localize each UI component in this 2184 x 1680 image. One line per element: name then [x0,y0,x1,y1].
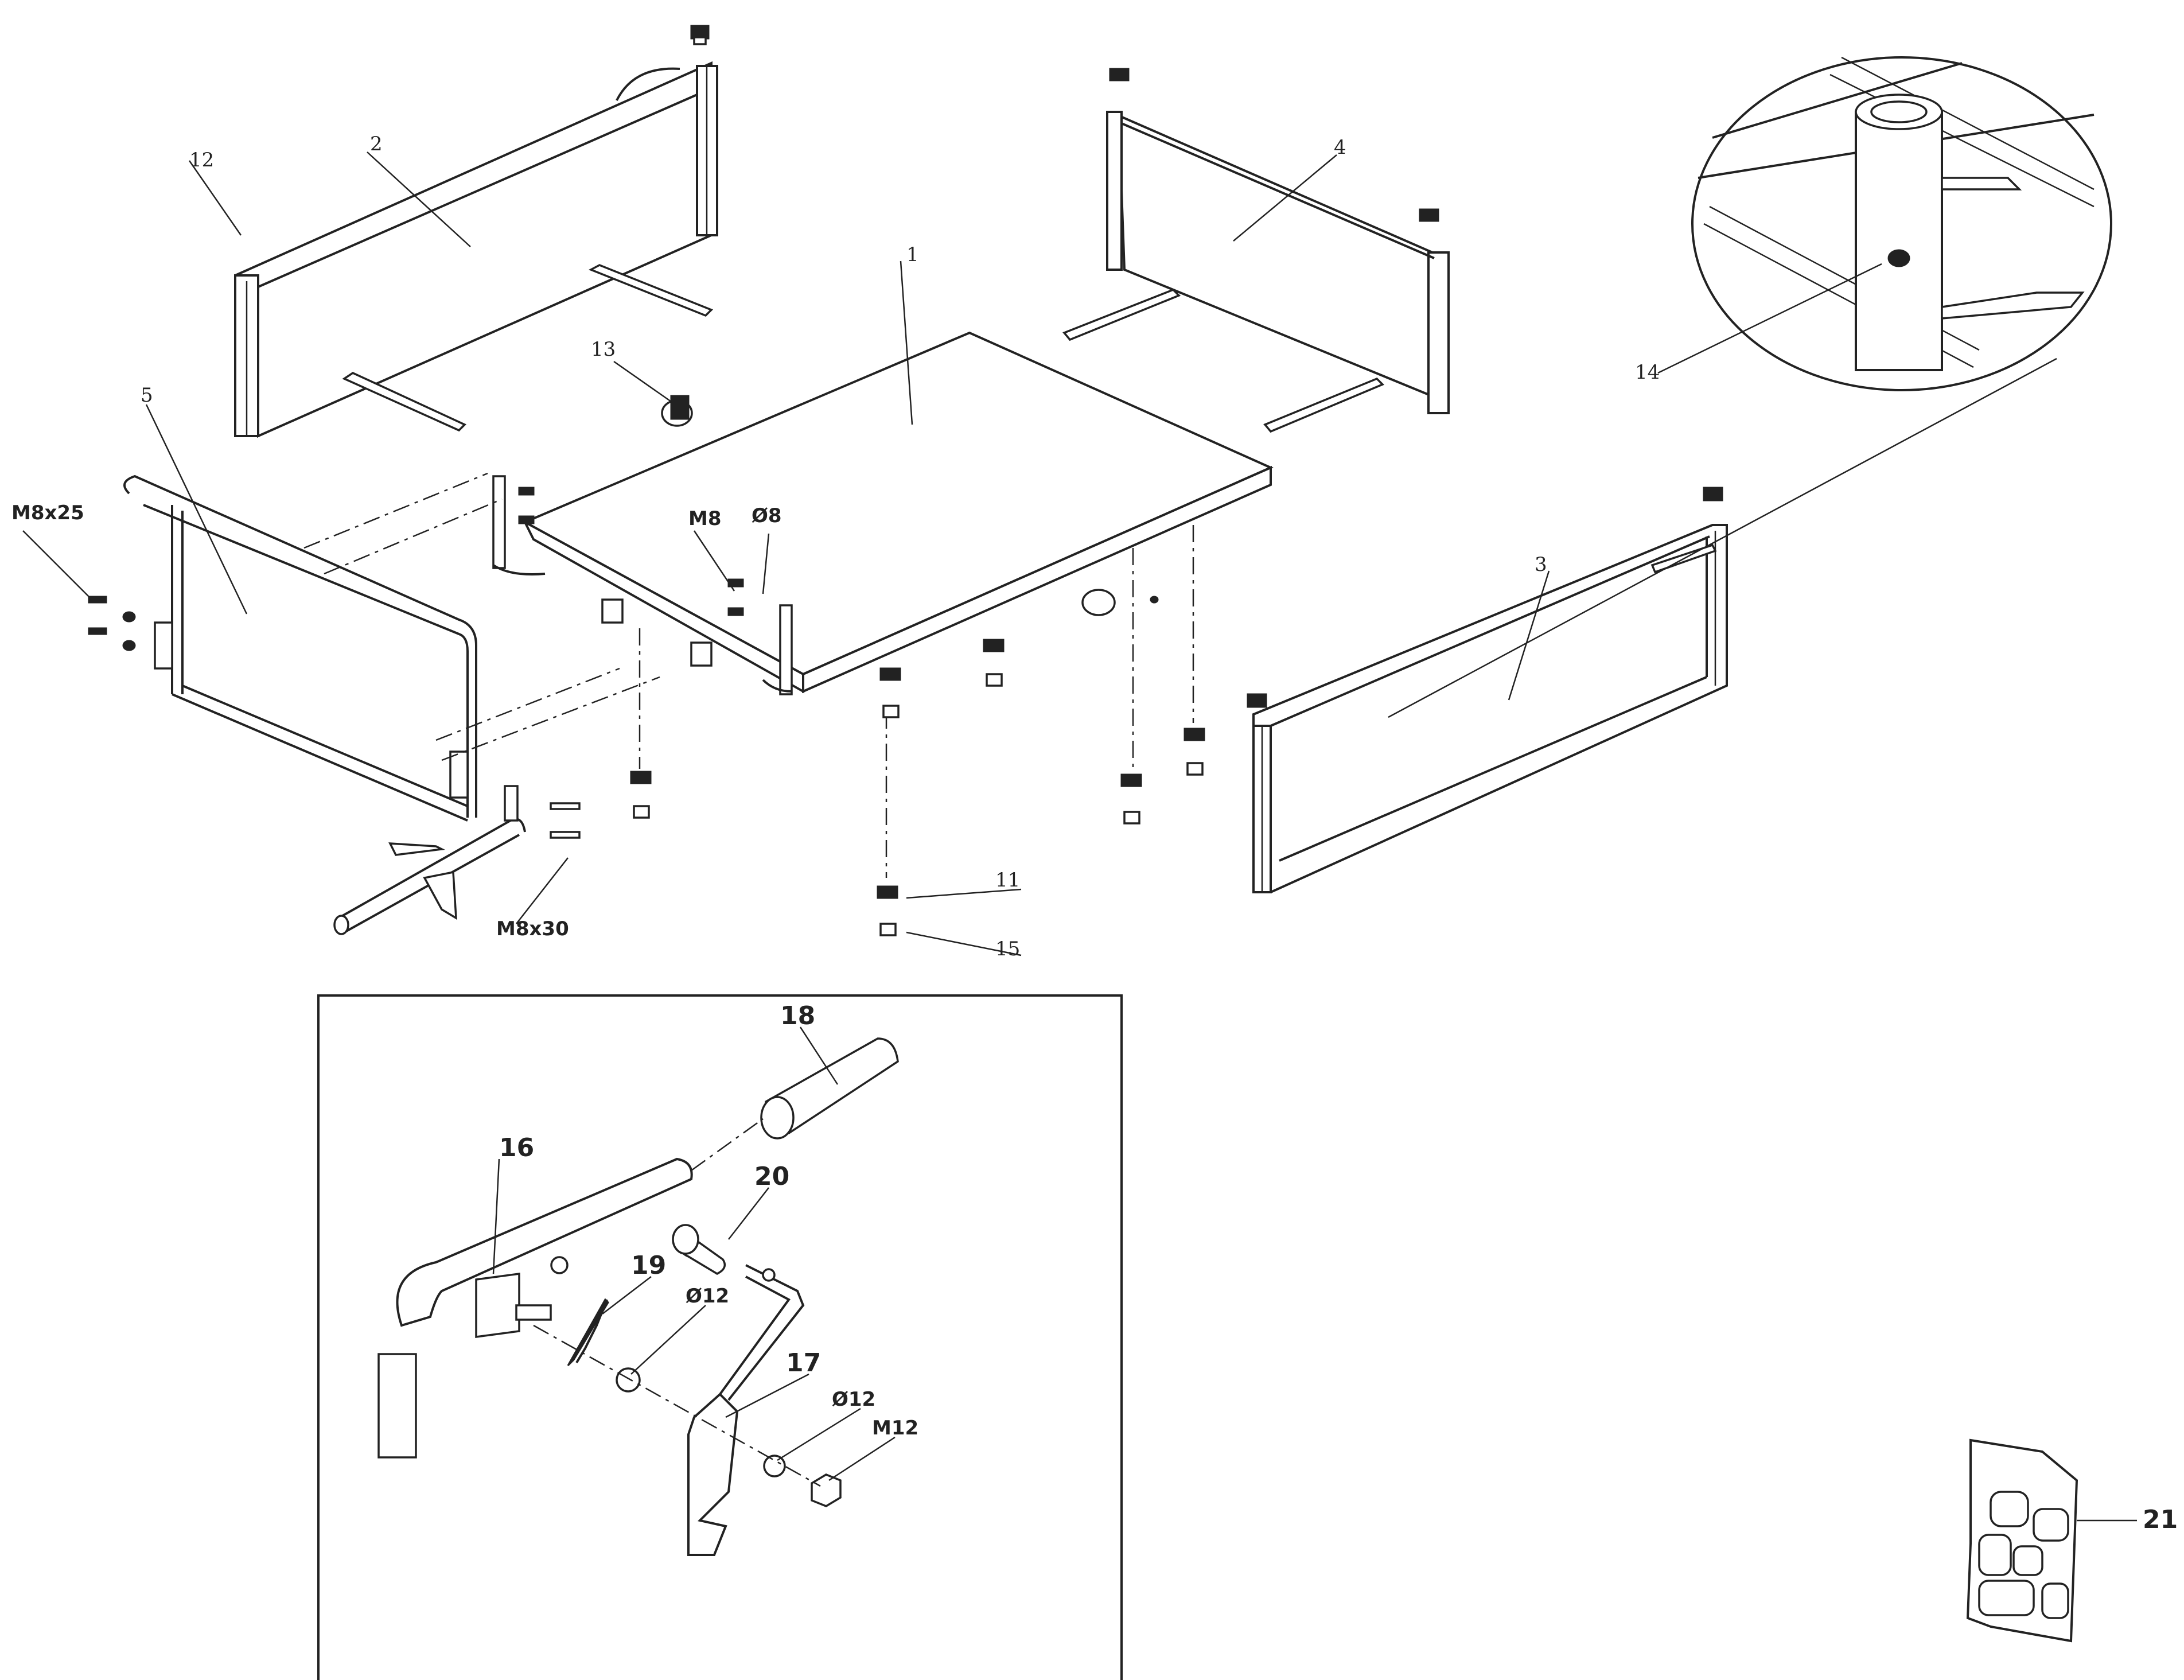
panel-2 [234,25,718,438]
base-1 [492,331,1274,695]
label-d8: Ø8 [752,504,782,527]
leader-lines [22,151,1882,956]
label-17: 17 [786,1348,821,1378]
label-2: 2 [370,133,383,155]
alignment-lines [303,472,1194,878]
label-1: 1 [906,243,919,266]
label-3: 3 [1535,553,1547,576]
handle-assembly-small [333,785,526,935]
label-19: 19 [631,1251,666,1280]
panel-3 [1247,487,1728,893]
pad-21: 21 [1966,1438,2178,1643]
panel-4 [1062,68,1450,433]
label-d12-b: Ø12 [832,1388,875,1411]
frame-5 [123,475,477,822]
label-16: 16 [499,1133,534,1162]
label-m8: M8 [688,507,722,530]
label-18: 18 [780,1001,815,1030]
label-m8x30: M8x30 [496,917,569,940]
label-15: 15 [995,938,1020,960]
label-12: 12 [189,149,214,172]
label-13: 13 [591,338,616,361]
label-5: 5 [141,384,153,407]
detail-box: 16 17 18 19 20 Ø12 Ø12 M12 [317,994,1123,1680]
fasteners [88,395,744,839]
main-labels: 1 2 3 4 5 11 12 13 14 15 M8x25 M8x30 M8 … [11,133,1660,960]
label-14: 14 [1635,361,1660,384]
label-21: 21 [2143,1505,2178,1534]
label-4: 4 [1334,136,1346,159]
detail-leader-line [1388,357,2057,718]
detail-circle-14 [1691,56,2112,391]
label-m8x25: M8x25 [11,501,84,524]
label-d12-a: Ø12 [686,1285,729,1308]
label-11: 11 [995,869,1020,892]
caster-group [630,639,1205,936]
label-20: 20 [754,1162,789,1191]
label-m12: M12 [872,1417,918,1440]
